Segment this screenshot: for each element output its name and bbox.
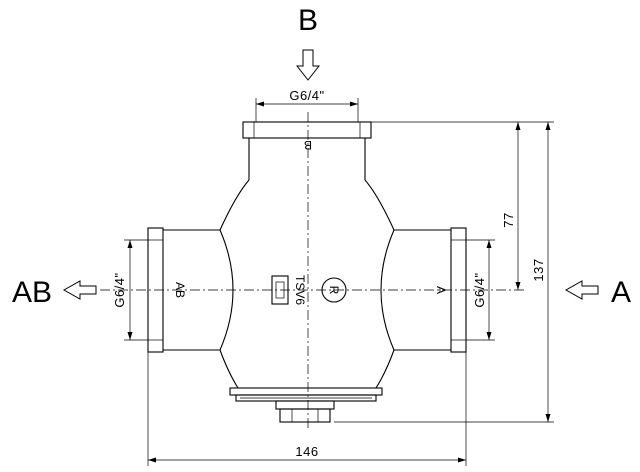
dimension-thread-left: G6/4" — [112, 239, 148, 341]
dimension-thread-top: G6/4" — [255, 88, 359, 122]
svg-text:G6/4": G6/4" — [472, 272, 487, 307]
marking-window — [271, 275, 289, 305]
svg-text:146: 146 — [295, 444, 318, 459]
svg-text:137: 137 — [531, 258, 546, 281]
dimension-height-total: 137 — [334, 121, 554, 423]
svg-text:G6/4": G6/4" — [289, 88, 324, 103]
port-label-top: B — [298, 4, 318, 37]
svg-text:G6/4": G6/4" — [112, 272, 127, 307]
marking-port-left: AB — [173, 282, 187, 298]
dimension-height-center: 77 — [371, 121, 524, 290]
port-label-left: AB — [12, 276, 52, 309]
flow-arrow-left-icon — [62, 280, 97, 300]
flow-arrow-top-icon — [295, 49, 321, 81]
valve-body — [147, 121, 467, 423]
dimension-thread-right: G6/4" — [466, 239, 495, 341]
marking-port-top: B — [304, 138, 312, 152]
flow-arrow-right-icon — [564, 280, 599, 300]
circle-logo-icon: R — [321, 277, 347, 303]
port-label-right: A — [611, 276, 631, 309]
dimension-width-total: 146 — [147, 352, 467, 466]
marking-model: TSV6 — [293, 275, 307, 305]
svg-text:77: 77 — [501, 212, 516, 227]
svg-text:R: R — [327, 286, 341, 295]
marking-port-right: A — [434, 286, 448, 294]
